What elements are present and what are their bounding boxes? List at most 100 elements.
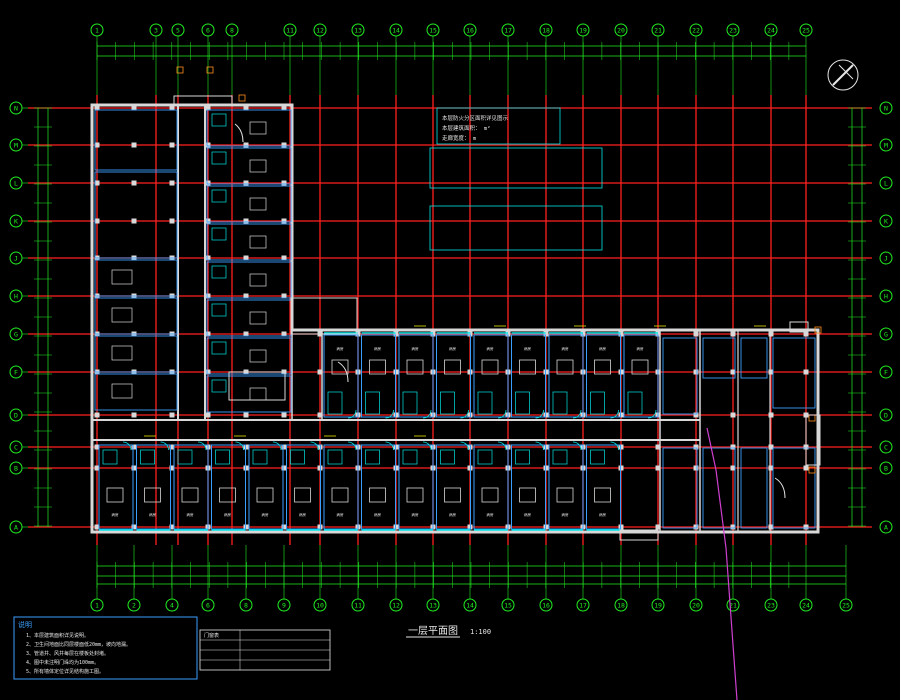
row-axis-right-label: C xyxy=(884,444,888,452)
wing-bathroom xyxy=(211,303,227,317)
column-axis-bottom-bubble xyxy=(351,598,365,612)
ward-label: 病房 xyxy=(449,346,457,351)
room-partitions: 病房病房病房病房病房病房病房病房病房病房病房病房病房病房病房病房病房病房病房病房… xyxy=(94,109,816,531)
door-swing xyxy=(235,441,244,451)
ward-room xyxy=(548,334,584,418)
structural-column xyxy=(281,218,287,224)
structural-column xyxy=(94,524,100,530)
ward-bed xyxy=(219,487,236,503)
structural-column xyxy=(730,444,736,450)
wing-bathroom xyxy=(211,151,227,165)
structural-column xyxy=(618,331,624,337)
door-swing xyxy=(460,441,469,451)
ward-room xyxy=(361,444,396,530)
service-room xyxy=(662,337,698,415)
structural-column xyxy=(730,465,736,471)
structural-column xyxy=(169,412,175,418)
row-axis-right-label: J xyxy=(884,255,888,263)
structural-column xyxy=(169,142,175,148)
door-swing xyxy=(572,409,582,419)
service-room xyxy=(702,337,736,379)
row-axis-right-bubble xyxy=(879,440,893,454)
row-axis-right-label: L xyxy=(884,180,888,188)
structural-column xyxy=(94,180,100,186)
structural-column xyxy=(281,180,287,186)
column-axis-bottom-bubble xyxy=(313,598,327,612)
ward-bed xyxy=(406,359,424,375)
row-axis-left-label: K xyxy=(14,218,18,226)
door-swing xyxy=(572,441,582,451)
structural-column xyxy=(768,524,774,530)
column-axis-top-bubble xyxy=(501,23,515,37)
ward-room xyxy=(511,444,546,530)
column-axis-top-bubble xyxy=(225,23,239,37)
column-axis-bottom-bubble xyxy=(689,598,703,612)
column-axis-top-label: 11 xyxy=(286,27,294,35)
ward-label: 病房 xyxy=(412,346,420,351)
structural-column xyxy=(281,142,287,148)
row-axis-left-label: L xyxy=(14,180,18,188)
column-axis-bottom-bubble xyxy=(799,598,813,612)
service-room xyxy=(740,337,768,379)
structural-column xyxy=(355,331,361,337)
annotation-marker xyxy=(808,414,816,422)
row-axis-left-bubble xyxy=(9,327,23,341)
door-swing xyxy=(535,441,544,451)
ward-bathroom xyxy=(590,449,605,465)
row-axis-right-bubble xyxy=(879,327,893,341)
column-axis-top-bubble xyxy=(576,23,590,37)
row-axis-right-label: K xyxy=(884,218,888,226)
column-axis-bottom-bubble xyxy=(576,598,590,612)
ward-label: 病房 xyxy=(412,512,420,517)
ward-bathroom xyxy=(102,449,118,465)
wing-bed xyxy=(111,269,133,285)
ward-label: 病房 xyxy=(524,512,532,517)
structural-column xyxy=(768,412,774,418)
ward-bed xyxy=(181,487,199,503)
row-axis-right-bubble xyxy=(879,365,893,379)
structural-column xyxy=(803,331,809,337)
row-axis-right-label: N xyxy=(884,105,888,113)
ward-label: 病房 xyxy=(524,346,532,351)
structural-column xyxy=(730,524,736,530)
column-axis-bottom-label: 24 xyxy=(802,602,810,610)
row-axis-right-label: M xyxy=(884,142,888,150)
column-axis-top-label: 20 xyxy=(617,27,625,35)
structural-column xyxy=(730,412,736,418)
column-axis-top-bubble xyxy=(171,23,185,37)
row-axis-right-label: A xyxy=(884,524,888,532)
ward-label: 病房 xyxy=(449,512,457,517)
column-axis-bottom-label: 6 xyxy=(206,602,210,610)
wing-room xyxy=(94,373,178,411)
row-axis-left-bubble xyxy=(9,440,23,454)
structural-column xyxy=(169,444,175,450)
ward-bed xyxy=(369,359,386,375)
wing-bed xyxy=(111,383,133,399)
row-axis-left-label: A xyxy=(14,524,18,532)
structural-column xyxy=(281,524,287,530)
door-swing xyxy=(310,441,319,451)
column-axis-top-label: 25 xyxy=(802,27,810,35)
wing-room xyxy=(206,223,292,261)
structural-column xyxy=(169,524,175,530)
large-room xyxy=(94,171,178,259)
door-swing xyxy=(272,441,282,451)
column-axis-top-bubble xyxy=(90,23,104,37)
wing-room xyxy=(94,259,178,297)
ward-room xyxy=(361,334,396,418)
row-axis-right-bubble xyxy=(879,214,893,228)
column-axis-top-label: 18 xyxy=(542,27,550,35)
wing-room xyxy=(94,297,178,335)
wing-bed xyxy=(111,307,133,323)
entrance-canopy xyxy=(173,95,233,106)
structural-column xyxy=(693,524,699,530)
ward-bed xyxy=(481,487,499,503)
row-axis-right-label: B xyxy=(884,465,888,473)
ward-room xyxy=(623,334,659,418)
structural-column xyxy=(768,369,774,375)
structural-column xyxy=(281,444,287,450)
structural-column xyxy=(131,142,137,148)
row-axis-left-bubble xyxy=(9,461,23,475)
notes-line-3: 3、管道井、风井每层在楼板处封堵。 xyxy=(26,650,109,657)
